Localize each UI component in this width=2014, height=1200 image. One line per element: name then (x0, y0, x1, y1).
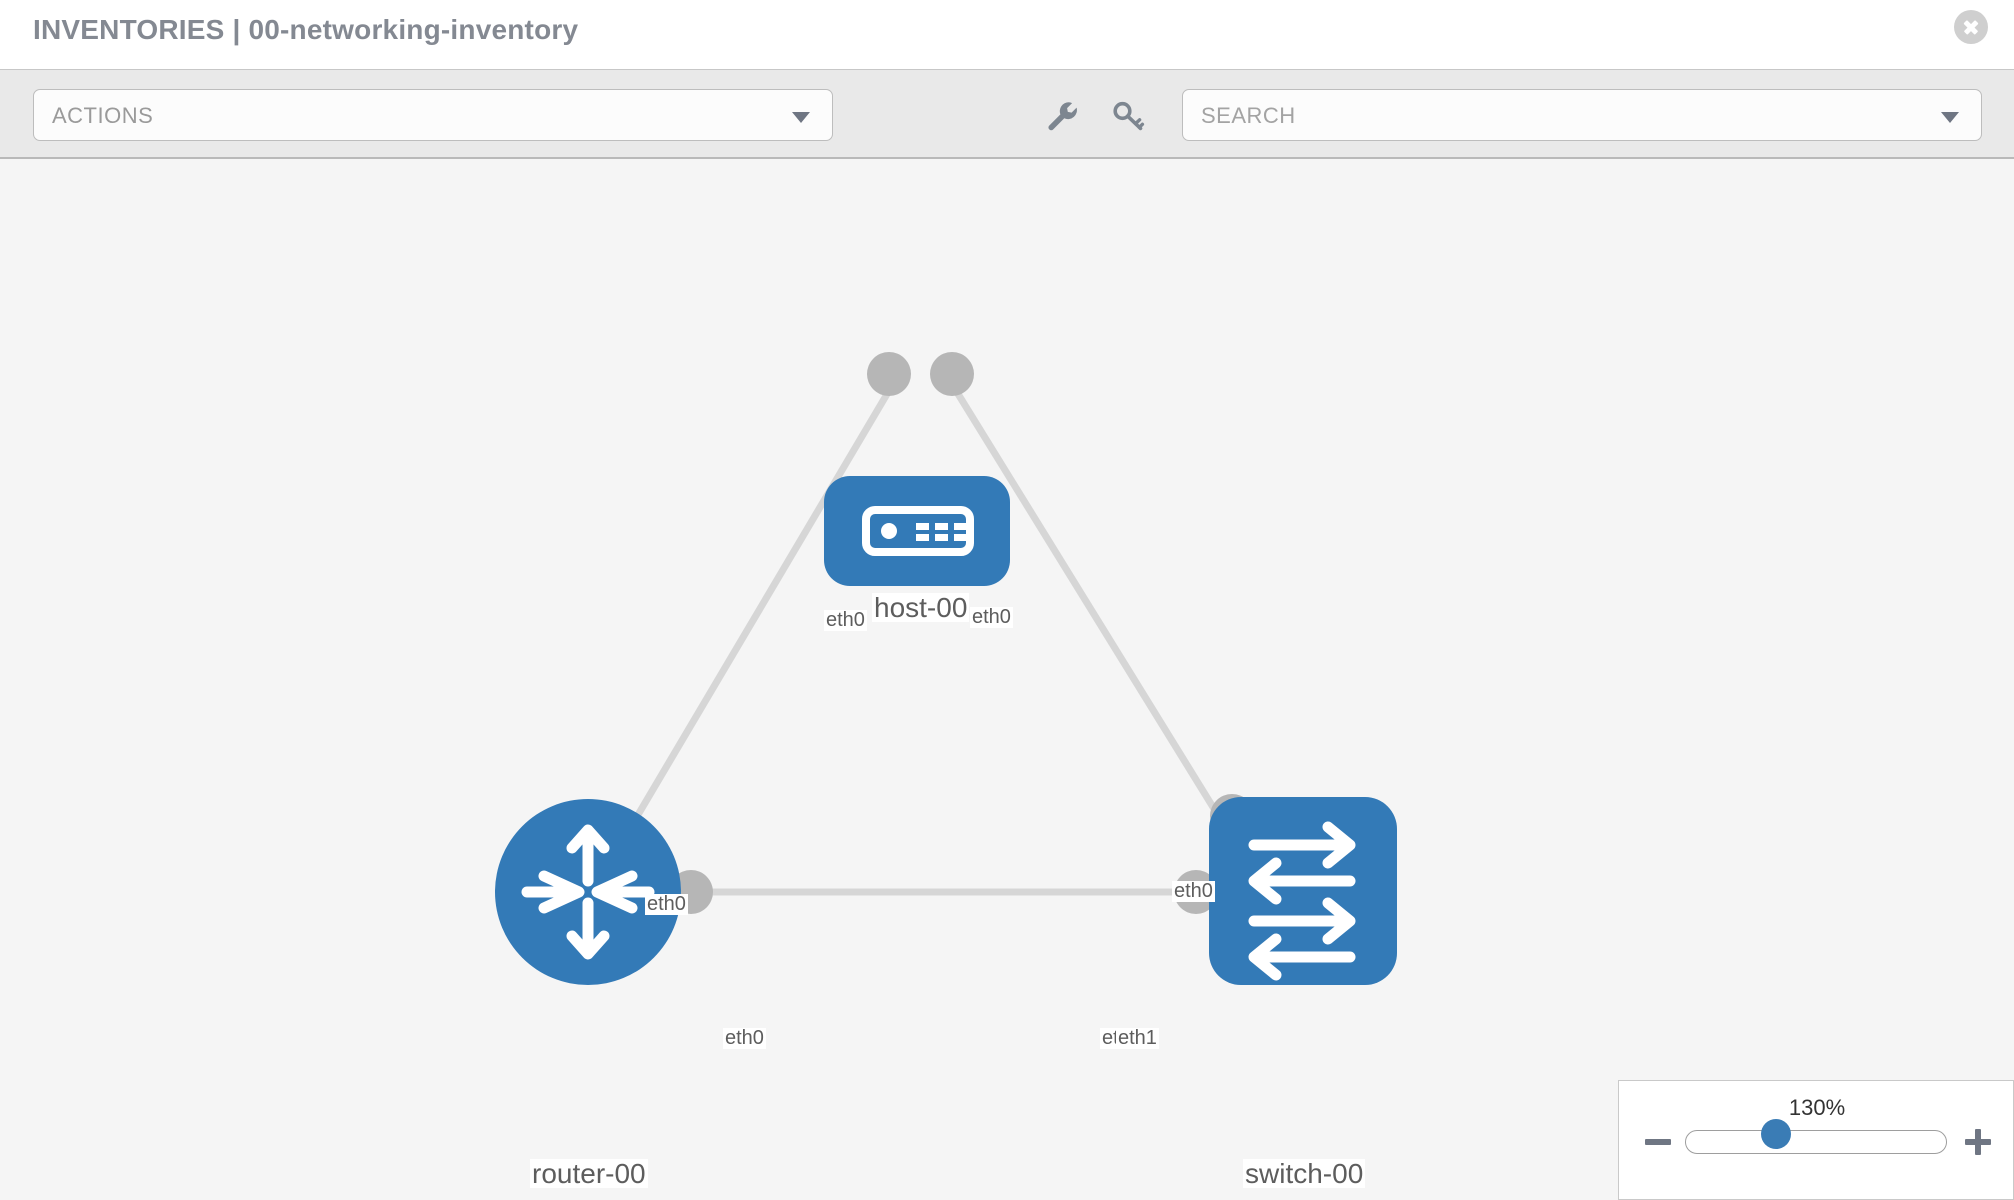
switch-arrows-icon (1248, 821, 1356, 981)
search-input[interactable] (1199, 90, 1923, 142)
edge-host00-switch00[interactable] (952, 387, 1248, 861)
node-label-router-00: router-00 (530, 1158, 648, 1189)
topology-node-switch-00[interactable] (1209, 797, 1397, 985)
minus-icon[interactable] (1643, 1127, 1673, 1157)
topology-node-router-00[interactable] (495, 799, 681, 985)
chevron-down-icon[interactable] (1941, 112, 1959, 123)
toolbar: ACTIONS (0, 69, 2014, 159)
topology-ports (669, 352, 1254, 914)
node-label-host-00: host-00 (872, 592, 970, 623)
zoom-level-value: 130% (1788, 1095, 1846, 1120)
zoom-slider[interactable] (1685, 1130, 1947, 1154)
actions-dropdown-label: ACTIONS (52, 103, 154, 128)
port-handle[interactable] (930, 352, 974, 396)
port-handle[interactable] (867, 352, 911, 396)
close-icon[interactable] (1954, 10, 1988, 44)
server-icon (862, 506, 974, 556)
interface-label: eth1 (1116, 1027, 1159, 1049)
search-field[interactable] (1182, 89, 1982, 142)
topology-canvas[interactable]: host-00 router-00 switch-00 eth0 eth0 et… (0, 159, 2014, 1200)
interface-label: eth0 (1172, 880, 1215, 902)
interface-label: eth0 (824, 609, 867, 631)
router-arrows-icon (521, 824, 655, 960)
topology-graph (495, 352, 1397, 985)
zoom-slider-thumb[interactable] (1761, 1119, 1791, 1149)
topology-node-host-00[interactable] (824, 476, 1010, 586)
node-label-switch-00: switch-00 (1243, 1158, 1366, 1189)
key-icon[interactable] (1110, 98, 1146, 134)
zoom-panel: 130% (1618, 1080, 2014, 1200)
page-title: INVENTORIES | 00-networking-inventory (33, 14, 579, 45)
interface-label: eth0 (645, 893, 688, 915)
edge-host00-router00[interactable] (596, 387, 894, 881)
chevron-down-icon (792, 112, 810, 123)
plus-icon[interactable] (1963, 1127, 1993, 1157)
interface-label: eth0 (970, 606, 1013, 628)
interface-label: eth0 (723, 1027, 766, 1049)
wrench-icon[interactable] (1044, 98, 1080, 134)
page-header: INVENTORIES | 00-networking-inventory (0, 0, 2014, 69)
topology-edges (596, 387, 1248, 896)
actions-dropdown[interactable]: ACTIONS (33, 89, 833, 141)
